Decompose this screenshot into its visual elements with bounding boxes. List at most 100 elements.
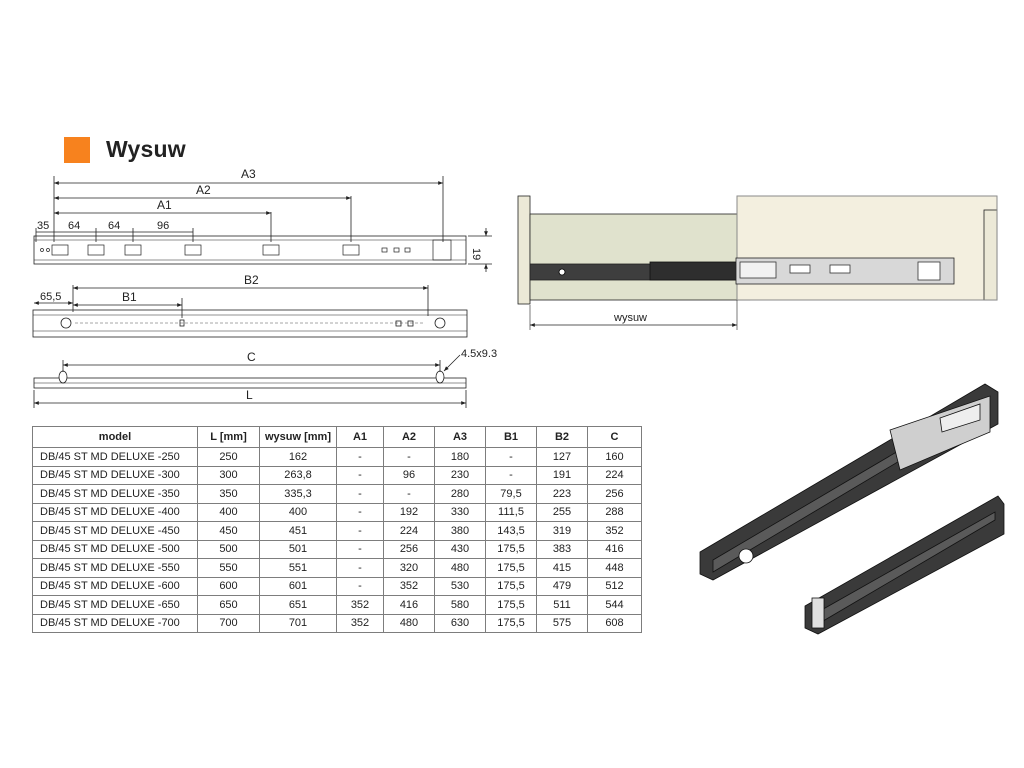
model-cell: DB/45 ST MD DELUXE -600	[32, 576, 198, 596]
dim-l-label: L	[246, 388, 253, 402]
table-cell: -	[336, 484, 384, 504]
table-cell: 256	[383, 539, 435, 559]
table-cell: 480	[434, 558, 486, 578]
table-cell: -	[336, 447, 384, 467]
table-cell: 416	[383, 595, 435, 615]
dim-64b-label: 64	[108, 220, 120, 232]
table-cell: 479	[536, 576, 588, 596]
dim-height-label: 19	[470, 248, 482, 260]
cabinet-diagram	[517, 195, 998, 330]
table-cell: -	[336, 521, 384, 541]
model-cell: DB/45 ST MD DELUXE -250	[32, 447, 198, 467]
table-cell: 550	[197, 558, 260, 578]
table-cell: 175,5	[485, 558, 537, 578]
table-cell: 96	[383, 465, 435, 485]
table-cell: 352	[336, 595, 384, 615]
table-cell: -	[336, 502, 384, 522]
table-cell: 416	[587, 539, 642, 559]
model-cell: DB/45 ST MD DELUXE -550	[32, 558, 198, 578]
table-cell: 415	[536, 558, 588, 578]
table-cell: 701	[259, 613, 337, 633]
table-cell: 256	[587, 484, 642, 504]
table-cell: 255	[536, 502, 588, 522]
column-header: A2	[383, 426, 435, 448]
page-title: Wysuw	[106, 136, 186, 162]
table-cell: 127	[536, 447, 588, 467]
table-cell: 500	[197, 539, 260, 559]
table-cell: 175,5	[485, 613, 537, 633]
table-cell: 383	[536, 539, 588, 559]
table-cell: 250	[197, 447, 260, 467]
table-cell: -	[383, 484, 435, 504]
column-header: C	[587, 426, 642, 448]
column-header: wysuw [mm]	[259, 426, 337, 448]
table-cell: 352	[587, 521, 642, 541]
table-cell: 630	[434, 613, 486, 633]
table-cell: -	[336, 576, 384, 596]
table-cell: 352	[383, 576, 435, 596]
table-cell: 192	[383, 502, 435, 522]
table-cell: 224	[383, 521, 435, 541]
dim-c-label: C	[247, 350, 256, 364]
slot-size-label: 4.5x9.3	[461, 348, 497, 360]
model-cell: DB/45 ST MD DELUXE -300	[32, 465, 198, 485]
dim-64a-label: 64	[68, 220, 80, 232]
table-cell: 600	[197, 576, 260, 596]
orange-square-icon	[64, 136, 90, 163]
table-cell: 224	[587, 465, 642, 485]
model-cell: DB/45 ST MD DELUXE -450	[32, 521, 198, 541]
table-cell: -	[336, 539, 384, 559]
extension-label: wysuw	[613, 312, 647, 324]
top-dimensions	[35, 176, 492, 272]
table-cell: -	[336, 465, 384, 485]
table-cell: 601	[259, 576, 337, 596]
table-cell: 380	[434, 521, 486, 541]
table-cell: -	[485, 447, 537, 467]
table-cell: 288	[587, 502, 642, 522]
column-header: L [mm]	[197, 426, 260, 448]
model-cell: DB/45 ST MD DELUXE -650	[32, 595, 198, 615]
dim-a3-label: A3	[241, 167, 256, 181]
table-cell: 175,5	[485, 595, 537, 615]
table-cell: 223	[536, 484, 588, 504]
table-cell: 511	[536, 595, 588, 615]
column-header: model	[32, 426, 198, 448]
table-cell: 400	[197, 502, 260, 522]
table-cell: 501	[259, 539, 337, 559]
bottom-dimensions	[33, 354, 467, 408]
dim-a1-label: A1	[157, 198, 172, 212]
table-cell: 580	[434, 595, 486, 615]
dim-a2-label: A2	[196, 183, 211, 197]
table-cell: 320	[383, 558, 435, 578]
dim-b1-label: B1	[122, 290, 137, 304]
table-cell: 160	[587, 447, 642, 467]
dim-96-label: 96	[157, 220, 169, 232]
model-cell: DB/45 ST MD DELUXE -350	[32, 484, 198, 504]
table-cell: 451	[259, 521, 337, 541]
dim-35-label: 35	[37, 220, 49, 232]
model-cell: DB/45 ST MD DELUXE -700	[32, 613, 198, 633]
rail-bottom-view	[33, 370, 467, 389]
dim-65-label: 65,5	[40, 291, 61, 303]
table-cell: 191	[536, 465, 588, 485]
dim-b2-label: B2	[244, 273, 259, 287]
table-cell: 450	[197, 521, 260, 541]
table-cell: 175,5	[485, 576, 537, 596]
table-cell: 608	[587, 613, 642, 633]
table-cell: 280	[434, 484, 486, 504]
table-cell: 335,3	[259, 484, 337, 504]
section-heading: Wysuw	[64, 136, 186, 163]
table-cell: 530	[434, 576, 486, 596]
table-cell: 512	[587, 576, 642, 596]
table-cell: 162	[259, 447, 337, 467]
table-cell: 319	[536, 521, 588, 541]
